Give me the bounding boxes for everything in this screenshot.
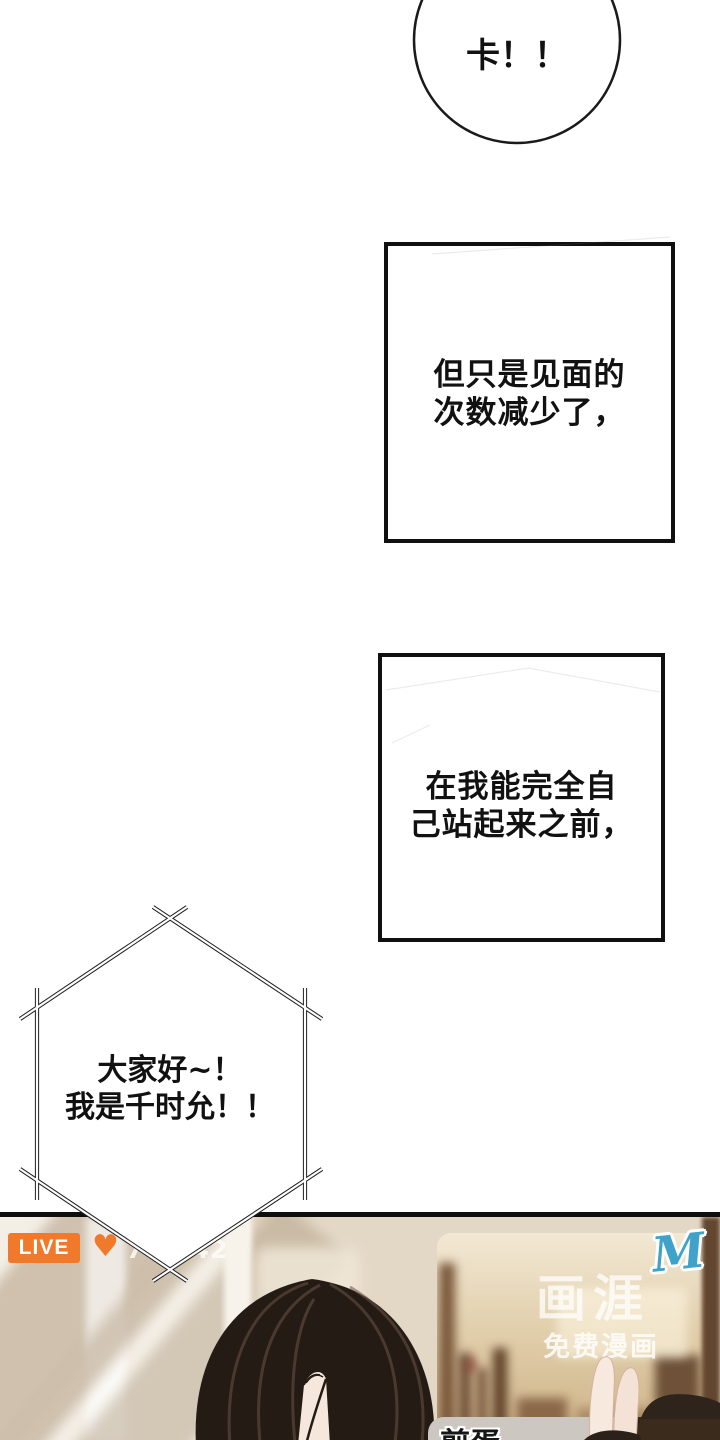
- painting-tower: [439, 1263, 455, 1440]
- greeting-line2: 我是千时允！！: [65, 1090, 275, 1125]
- speech-bubble-text: 煎蛋: [440, 1419, 500, 1440]
- narration-1-line1: 但只是见面的: [433, 357, 626, 393]
- narration-box-1: [384, 242, 675, 543]
- desk-edge: [636, 1417, 720, 1440]
- narration-1-text: 但只是见面的 次数减少了，: [388, 356, 671, 432]
- live-scene-panel: LIVE ♥ 74,542 M 画涯 免费漫画 煎蛋: [0, 1212, 720, 1440]
- painting-tower: [477, 1368, 487, 1440]
- live-badge-label: LIVE: [18, 1236, 70, 1259]
- greeting-line1: 大家好~！: [97, 1053, 243, 1088]
- painting-accent: [467, 1359, 475, 1371]
- narration-box-2: [378, 653, 665, 942]
- narration-2-line1: 在我能完全自: [425, 769, 618, 805]
- monogram-logo: M: [649, 1222, 708, 1284]
- live-badge: LIVE: [8, 1233, 80, 1263]
- narration-2-line2: 己站起来之前，: [409, 807, 634, 843]
- narration-1-line2: 次数减少了，: [433, 395, 626, 431]
- heart-icon: ♥: [92, 1229, 119, 1264]
- shout-bubble-text: 卡！！: [466, 36, 568, 76]
- painting-sky: [557, 1288, 687, 1358]
- viewer-count: 74,542: [126, 1235, 229, 1264]
- greeting-bubble-text: 大家好~！ 我是千时允！！: [40, 1052, 300, 1126]
- watermark-tagline: 免费漫画: [543, 1332, 659, 1363]
- narration-2-text: 在我能完全自 己站起来之前，: [382, 768, 661, 844]
- watermark-logo: 画涯: [536, 1270, 650, 1328]
- frame-dark-edge: [702, 1217, 720, 1440]
- character-head: [195, 1279, 435, 1440]
- praying-hands: [584, 1356, 720, 1440]
